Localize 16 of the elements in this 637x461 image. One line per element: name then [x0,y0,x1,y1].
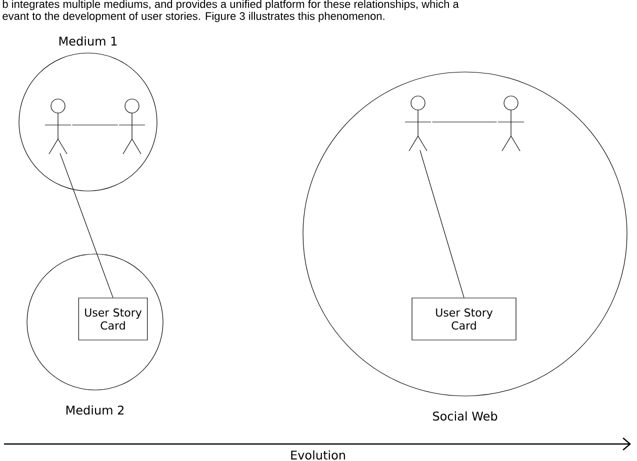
paragraph-text: evant to the development of user stories. Figure 3 illustrates this phenomenon. [2,12,384,22]
axis-label: Evolution [291,450,345,460]
connector-line [72,124,118,126]
card-box: User Story Card [412,298,516,340]
person-figure [44,98,72,154]
paragraph-text: b integrates multiple mediums, and provides a unified platform for these relationships, which a [2,0,459,10]
node-label: Social Web [433,411,498,421]
node-label: Medium 2 [66,405,124,415]
person-figure [118,98,146,154]
connector-line [60,152,114,298]
person-figure [498,96,524,152]
person-figure [404,96,432,152]
card-box: User Story Card [78,298,148,340]
circle-region: Medium 1 [18,36,158,192]
node-label: Medium 1 [59,36,117,46]
connector-line [420,150,464,298]
